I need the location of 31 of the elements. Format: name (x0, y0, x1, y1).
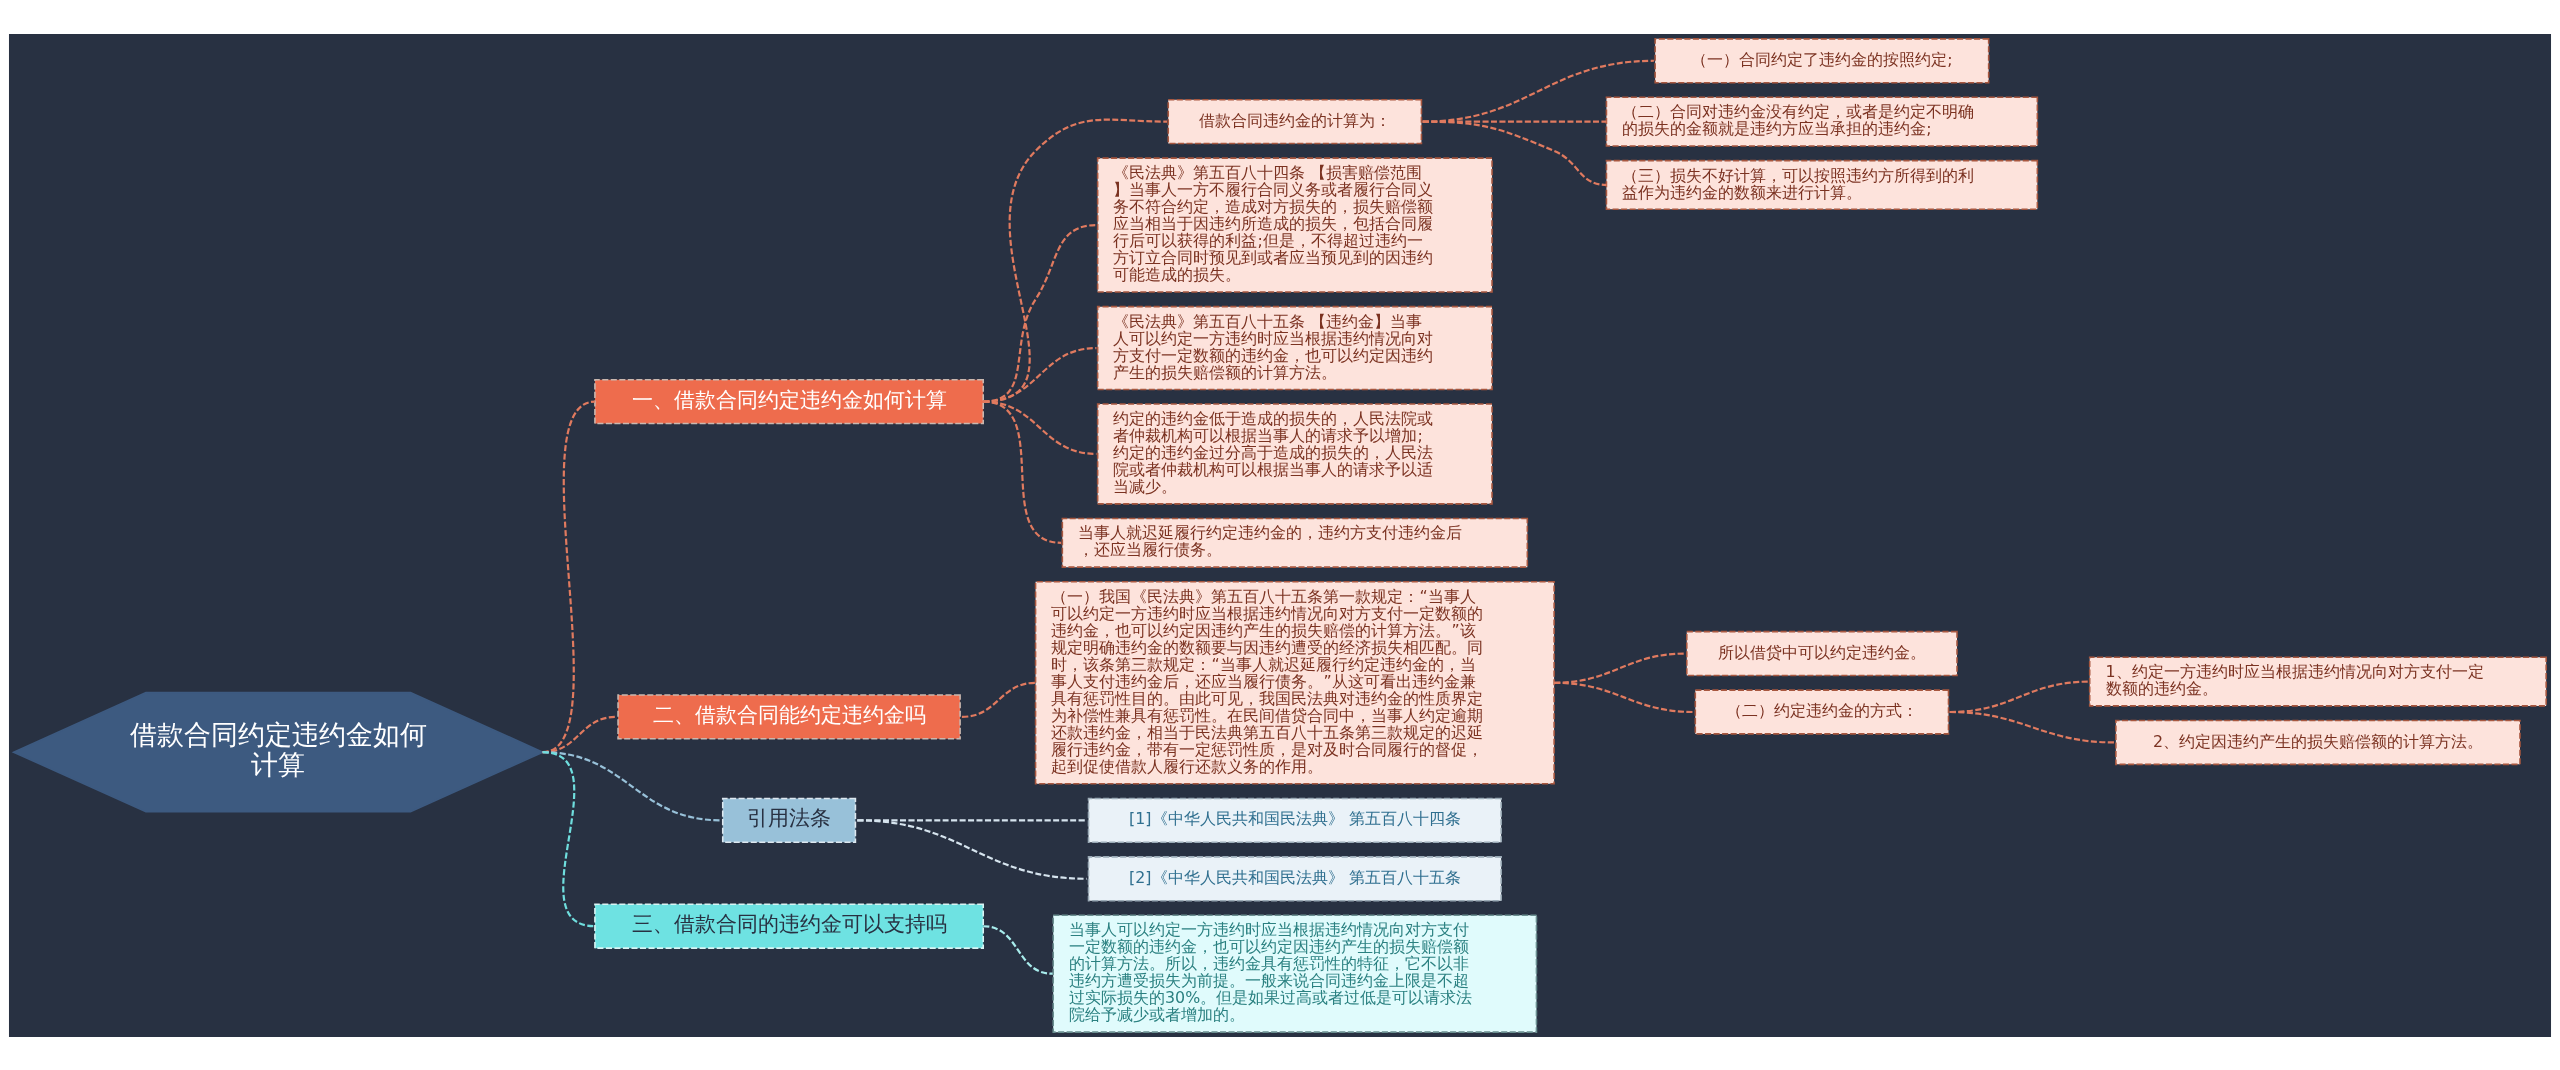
node-box: 一、借款合同约定违约金如何计算 (594, 378, 984, 424)
node-box: 所以借贷中可以约定违约金。 (1686, 630, 1958, 676)
node-box: 《民法典》第五百八十四条 【损害赔偿范围】当事人一方不履行合同义务或者履行合同义务不符合约定，造成对方损失的，损失赔偿额应当相当于因违约所造成的损失，包括合同履行后可以获得的利益;但是，不得超过违约一方订立合同时预见到或者应当预见到的因违约可能造成的损失。 (1096, 156, 1493, 293)
node-box: 当事人可以约定一方违约时应当根据违约情况向对方支付一定数额的违约金，也可以约定因违约产生的损失赔偿额的计算方法。所以，违约金具有惩罚性的特征，它不以非违约方遭受损失为前提。一般来说合同违约金上限是不超过实际损失的30%。但是如果过高或者过低是可以请求法院给予减少或者增加的。 (1052, 914, 1538, 1033)
node-box: 约定的违约金低于造成的损失的，人民法院或者仲裁机构可以根据当事人的请求予以增加;约定的违约金过分高于造成的损失的，人民法院或者仲裁机构可以根据当事人的请求予以适当减少。 (1096, 402, 1493, 505)
node-box: （二）合同对违约金没有约定，或者是约定不明确的损失的金额就是违约方应当承担的违约金; (1605, 96, 2039, 147)
connector (961, 681, 1036, 718)
connector (542, 750, 596, 927)
node-box: （一）我国《民法典》第五百八十五条第一款规定：“当事人可以约定一方违约时应当根据违约情况向对方支付一定数额的违约金，也可以约定因违约产生的损失赔偿的计算方法。”该规定明确违约金的数额要与因违约遭受的经济损失相匹配。同时，该条第三款规定：“当事人就迟延履行约定违约金的，当事人支付违约金后，还应当履行债务。”从这可看出违约金兼具有惩罚性目的。由此可见，我国民法典对违约金的性质界定为补偿性兼具有惩罚性。在民间借贷合同中，当事人约定逾期还款违约金，相当于民法典第五百八十五条第三款规定的迟延履行违约金，带有一定惩罚性质，是对及时合同履行的督促，起到促使借款人履行还款义务的作用。 (1034, 580, 1555, 785)
node-box: 二、借款合同能约定违约金吗 (617, 693, 961, 740)
node-box: 《民法典》第五百八十五条 【违约金】当事人可以约定一方违约时应当根据违约情况向对方支付一定数额的违约金，也可以约定因违约产生的损失赔偿额的计算方法。 (1096, 305, 1493, 390)
connector (1554, 681, 1695, 713)
node-box: 三、借款合同的违约金可以支持吗 (594, 903, 984, 949)
node-box: （三）损失不好计算，可以按照违约方所得到的利益作为违约金的数额来进行计算。 (1605, 159, 2039, 210)
connector (1949, 710, 2115, 744)
connector (983, 223, 1097, 403)
connector (983, 346, 1097, 403)
connector (983, 118, 1168, 403)
node-box: [1]《中华人民共和国民法典》 第五百八十四条 (1087, 797, 1502, 843)
node-box: [2]《中华人民共和国民法典》 第五百八十五条 (1087, 855, 1502, 901)
connector (983, 924, 1053, 975)
connector (857, 818, 1087, 880)
connector (983, 400, 1062, 544)
node-box: （一）合同约定了违约金的按照约定; (1654, 37, 1990, 83)
connector (1422, 120, 1607, 186)
node-box: 2、约定因违约产生的损失赔偿额的计算方法。 (2115, 719, 2521, 765)
node-box: 引用法条 (721, 797, 857, 843)
node-box: （二）约定违约金的方式： (1694, 688, 1950, 735)
node-box: 1、约定一方违约时应当根据违约情况向对方支付一定数额的违约金。 (2088, 655, 2547, 707)
node-box: 借款合同违约金的计算为： (1167, 98, 1423, 144)
node-box: 当事人就迟延履行约定违约金的，违约方支付违约金后，还应当履行债务。 (1061, 517, 1529, 568)
